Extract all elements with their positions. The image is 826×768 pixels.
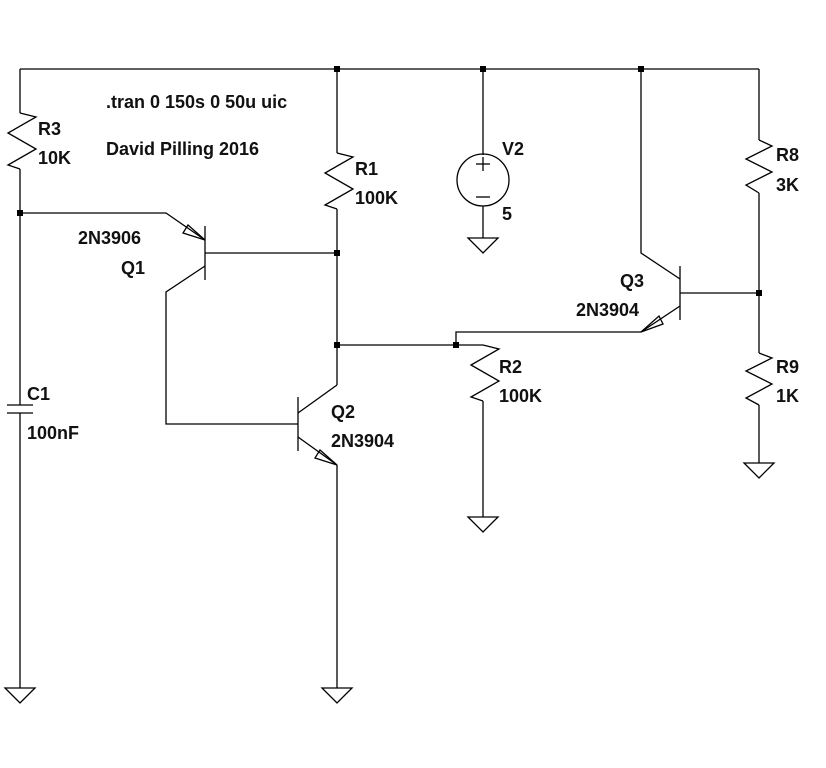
v2-value-label: 5 [502,204,512,224]
r8-ref-label: R8 [776,145,799,165]
spice-directive[interactable]: .tran 0 150s 0 50u uic [106,92,287,112]
capacitor-c1[interactable] [7,213,33,688]
r1-value-label: 100K [355,188,398,208]
q3-ref-label: Q3 [620,271,644,291]
q1-ref-label: Q1 [121,258,145,278]
resistor-r9[interactable] [744,352,774,463]
c1-value-label: 100nF [27,423,79,443]
resistor-r8[interactable] [744,69,774,353]
r8-value-label: 3K [776,175,799,195]
junction-node-v2-top [480,66,486,72]
r3-value-label: 10K [38,148,71,168]
r9-ref-label: R9 [776,357,799,377]
resistor-r1[interactable] [323,69,355,385]
q2-ref-label: Q2 [331,402,355,422]
transistor-q3[interactable] [640,69,759,333]
v2-ref-label: V2 [502,139,524,159]
q3-model-label: 2N3904 [576,300,639,320]
resistor-r2[interactable] [469,344,501,517]
junction-node-q3-collector [638,66,644,72]
c1-ref-label: C1 [27,384,50,404]
ground-symbol-q2 [320,687,354,704]
r9-value-label: 1K [776,386,799,406]
r2-ref-label: R2 [499,357,522,377]
author-comment: David Pilling 2016 [106,139,259,159]
r2-value-label: 100K [499,386,542,406]
q2-model-label: 2N3904 [331,431,394,451]
junction-node-r1-top [334,66,340,72]
transistor-q1[interactable] [20,212,337,425]
wire-r2-q3-emitter[interactable] [455,331,641,345]
ground-symbol-c1 [3,687,37,704]
junction-node-q1-base [334,250,340,256]
ground-symbol-v2 [466,237,500,254]
q1-model-label: 2N3906 [78,228,141,248]
ground-symbol-r9 [742,462,776,479]
r3-ref-label: R3 [38,119,61,139]
resistor-r3[interactable] [6,69,38,213]
ground-symbol-r2 [466,516,500,533]
junction-node-q3-base [756,290,762,296]
r1-ref-label: R1 [355,159,378,179]
voltage-source-v2[interactable] [456,69,510,238]
transistor-q2[interactable] [297,384,338,688]
